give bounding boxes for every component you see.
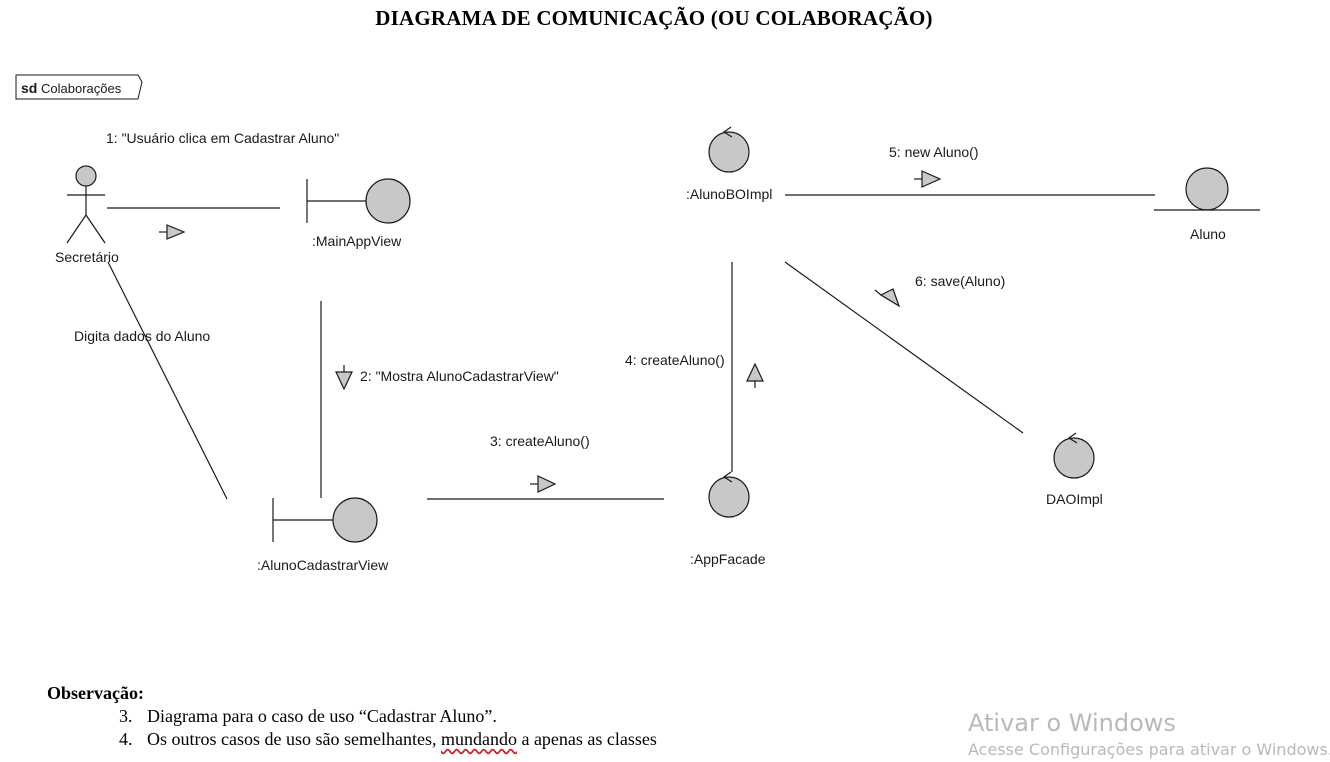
message-arrow-4 <box>746 362 764 388</box>
message-1-label: 1: "Usuário clica em Cadastrar Aluno" <box>106 130 339 146</box>
sd-name: Colaborações <box>41 81 122 96</box>
entity-aluno[interactable] <box>1154 167 1260 211</box>
observation-list: Diagrama para o caso de uso “Cadastrar A… <box>47 705 657 751</box>
observation-section: Observação: Diagrama para o caso de uso … <box>47 682 657 751</box>
main-app-view-label: :MainAppView <box>312 233 402 249</box>
actor-secretario[interactable] <box>66 165 106 244</box>
message-3-label: 3: createAluno() <box>490 433 590 449</box>
observation-item: Diagrama para o caso de uso “Cadastrar A… <box>137 705 657 728</box>
aluno-label: Aluno <box>1190 226 1226 242</box>
control-app-facade[interactable] <box>708 471 750 518</box>
sd-frame-tag: sd Colaborações <box>15 74 143 100</box>
spellcheck-word: mundando <box>440 729 517 749</box>
diagram-title: DIAGRAMA DE COMUNICAÇÃO (OU COLABORAÇÃO) <box>375 6 933 30</box>
message-arrow-6 <box>874 288 901 308</box>
message-6-label: 6: save(Aluno) <box>915 273 1005 289</box>
watermark-subtitle: Acesse Configurações para ativar o Windo… <box>968 740 1330 759</box>
link-secretario-alunocadastrarview <box>107 261 228 500</box>
observation-item: Os outros casos de uso são semelhantes, … <box>137 728 657 751</box>
dao-impl-label: DAOImpl <box>1046 491 1103 507</box>
windows-activation-watermark: Ativar o Windows Acesse Configurações pa… <box>968 708 1330 762</box>
message-arrow-3 <box>530 475 557 493</box>
actor-head <box>75 165 97 187</box>
message-digita-label: Digita dados do Aluno <box>74 328 210 344</box>
sd-keyword: sd <box>21 80 37 96</box>
message-4-label: 4: createAluno() <box>625 352 725 368</box>
message-arrow-2 <box>335 365 353 391</box>
message-5-label: 5: new Aluno() <box>889 144 979 160</box>
observation-item-text: Diagrama para o caso de uso “Cadastrar A… <box>147 706 497 726</box>
control-dao-impl[interactable] <box>1053 432 1095 479</box>
app-facade-label: :AppFacade <box>690 551 766 567</box>
control-aluno-bo-impl[interactable] <box>708 126 750 173</box>
boundary-aluno-cadastrar-view[interactable] <box>272 497 378 543</box>
message-arrow-5 <box>914 170 942 188</box>
observation-item-text: a apenas as classes <box>516 729 657 749</box>
message-2-label: 2: "Mostra AlunoCadastrarView" <box>360 368 559 384</box>
message-arrow-1 <box>159 224 186 240</box>
aluno-cadastrar-view-label: :AlunoCadastrarView <box>257 557 389 573</box>
observation-heading: Observação: <box>47 683 144 703</box>
communication-diagram: sd Colaborações Secretário :MainAppView … <box>15 74 1260 573</box>
watermark-title: Ativar o Windows <box>968 709 1176 737</box>
boundary-main-app-view[interactable] <box>306 178 411 224</box>
observation-item-text: Os outros casos de uso são semelhantes, <box>147 729 441 749</box>
link-alunoboimpl-daoimpl <box>784 261 1024 434</box>
aluno-bo-impl-label: :AlunoBOImpl <box>686 186 772 202</box>
actor-label: Secretário <box>55 249 119 265</box>
